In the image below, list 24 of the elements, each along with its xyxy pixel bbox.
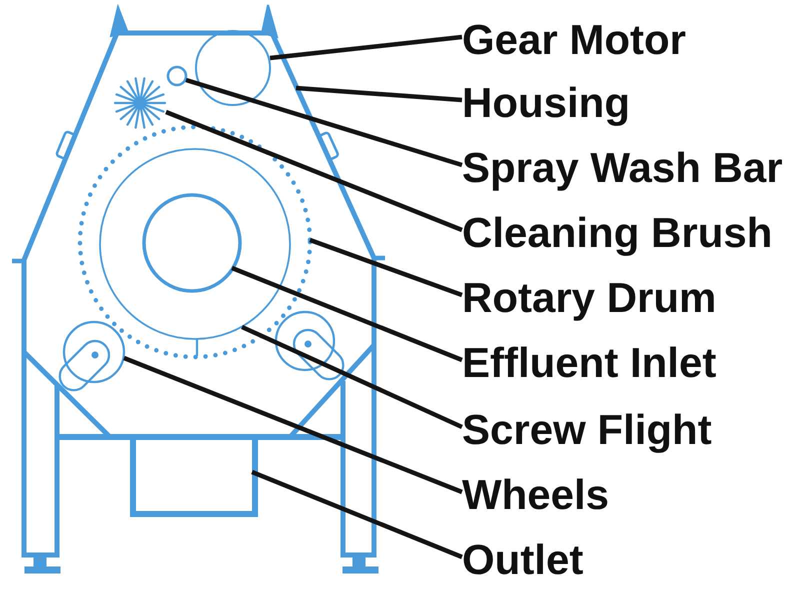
leader-line [296,86,462,102]
leader-line [309,238,463,298]
part-label: Wheels [462,472,610,518]
inlet-ring [142,193,242,293]
leader-line [123,356,463,494]
part-label: Screw Flight [462,407,712,453]
part-label: Housing [462,80,630,126]
part-label: Effluent Inlet [462,340,716,386]
dotted-drum-ring [78,124,312,360]
part-label: Gear Motor [462,17,686,63]
wheel-drawing [58,320,126,392]
leader-line [165,110,463,232]
outlet-drawing [130,440,258,517]
part-label: Cleaning Brush [462,210,772,256]
leader-line [251,470,463,560]
part-label: Rotary Drum [462,275,716,321]
leader-line [270,34,462,60]
leader-line [231,266,463,362]
drum-ring [99,148,291,340]
leader-line [185,78,463,168]
housing-outline [10,4,388,360]
part-label: Spray Wash Bar [462,145,783,191]
leader-line [241,324,463,430]
part-label: Outlet [462,537,584,583]
